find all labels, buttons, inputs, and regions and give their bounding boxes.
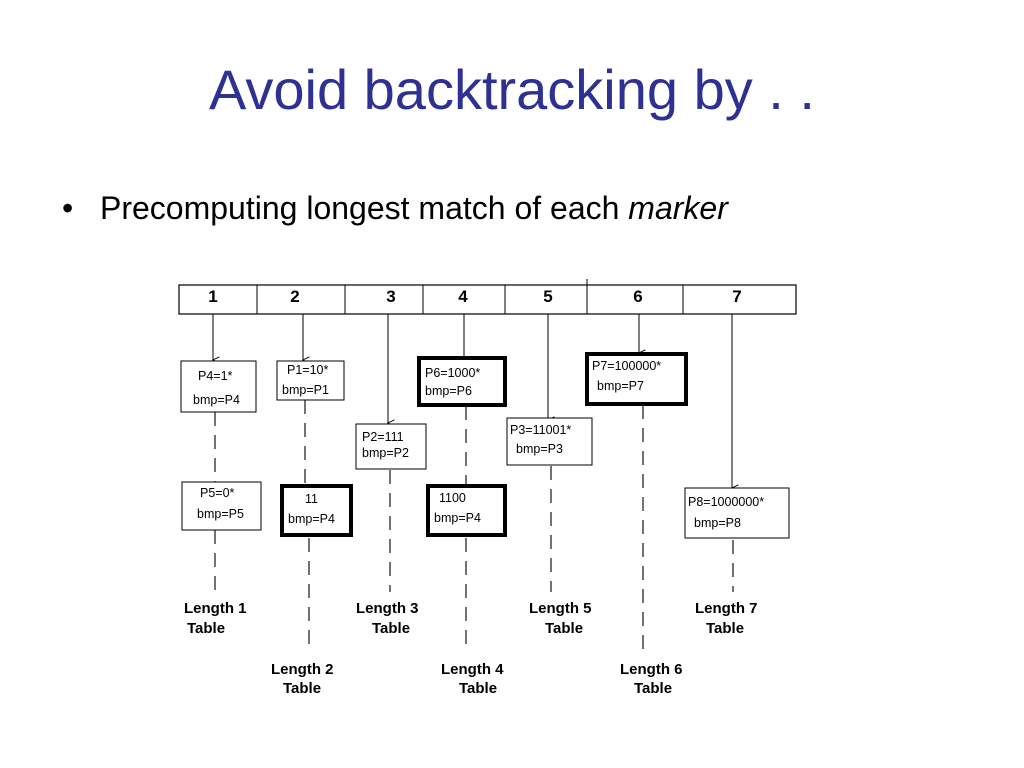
slide-title: Avoid backtracking by . .: [209, 58, 815, 121]
node-box-p5: P5=0* bmp=P5: [181, 481, 262, 531]
header-cell-4: 4: [458, 287, 468, 306]
node-p6-bmp: bmp=P6: [425, 384, 472, 398]
node-p1-prefix: P1=10*: [287, 363, 328, 377]
table-5-title: Length 5: [529, 600, 592, 617]
node-p1-bmp: bmp=P1: [282, 383, 329, 397]
node-box-p8: P8=1000000* bmp=P8: [684, 487, 790, 539]
table-label-5: Length 5 Table: [529, 600, 592, 637]
table-3-sub: Table: [372, 620, 410, 637]
node-1100-prefix: 1100: [439, 491, 466, 505]
bullet-emphasis: marker: [628, 190, 728, 226]
node-p4-bmp: bmp=P4: [193, 393, 240, 407]
node-p3-prefix: P3=11001*: [510, 423, 571, 437]
table-6-title: Length 6: [620, 661, 683, 678]
table-label-2: Length 2 Table: [271, 661, 334, 697]
node-p2-bmp: bmp=P2: [362, 446, 409, 460]
header-cell-2: 2: [290, 287, 299, 306]
table-5-sub: Table: [545, 620, 583, 637]
bullet-symbol: •: [62, 190, 74, 226]
node-box-p1: P1=10* bmp=P1: [276, 360, 345, 401]
node-p8-prefix: P8=1000000*: [688, 495, 764, 509]
header-cell-1: 1: [208, 287, 217, 306]
node-box-p3: P3=11001* bmp=P3: [506, 417, 593, 466]
table-2-title: Length 2: [271, 661, 334, 678]
table-6-sub: Table: [634, 680, 672, 697]
header-cell-3: 3: [386, 287, 395, 306]
node-box-p6: P6=1000* bmp=P6: [417, 356, 507, 407]
node-box-p4: P4=1* bmp=P4: [180, 360, 257, 413]
table-label-4: Length 4 Table: [441, 661, 504, 697]
table-1-sub: Table: [187, 620, 225, 637]
header-cell-5: 5: [543, 287, 552, 306]
node-p6-prefix: P6=1000*: [425, 366, 480, 380]
dashed-connectors: [214, 400, 734, 652]
table-3-title: Length 3: [356, 600, 419, 617]
table-4-sub: Table: [459, 680, 497, 697]
table-label-1: Length 1 Table: [184, 600, 247, 637]
node-1100-bmp: bmp=P4: [434, 511, 481, 525]
bullet-point: • Precomputing longest match of each mark…: [62, 192, 728, 224]
node-11-bmp: bmp=P4: [288, 512, 335, 526]
length-header-bar: 1 2 3 4 5 6 7: [178, 279, 797, 315]
table-1-title: Length 1: [184, 600, 247, 617]
bullet-text: Precomputing longest match of each: [100, 190, 629, 226]
node-p5-bmp: bmp=P5: [197, 507, 244, 521]
table-4-title: Length 4: [441, 661, 504, 678]
node-box-p7: P7=100000* bmp=P7: [585, 352, 688, 406]
table-2-sub: Table: [283, 680, 321, 697]
node-p3-bmp: bmp=P3: [516, 442, 563, 456]
table-7-sub: Table: [706, 620, 744, 637]
node-11-prefix: 11: [305, 492, 318, 506]
node-box-p2: P2=111 bmp=P2: [355, 423, 427, 470]
table-7-title: Length 7: [695, 600, 758, 617]
node-p5-prefix: P5=0*: [200, 486, 235, 500]
node-p7-prefix: P7=100000*: [592, 359, 661, 373]
node-p4-prefix: P4=1*: [198, 369, 233, 383]
node-p7-bmp: bmp=P7: [597, 379, 644, 393]
header-cell-6: 6: [633, 287, 642, 306]
node-box-1100: 1100 bmp=P4: [426, 484, 507, 537]
table-label-7: Length 7 Table: [695, 600, 758, 637]
node-p8-bmp: bmp=P8: [694, 516, 741, 530]
node-p2-prefix: P2=111: [362, 430, 404, 444]
table-label-6: Length 6 Table: [620, 661, 683, 697]
node-box-11: 11 bmp=P4: [280, 484, 353, 537]
header-arrows: [211, 314, 739, 492]
table-label-3: Length 3 Table: [356, 600, 419, 637]
header-cell-7: 7: [732, 287, 741, 306]
